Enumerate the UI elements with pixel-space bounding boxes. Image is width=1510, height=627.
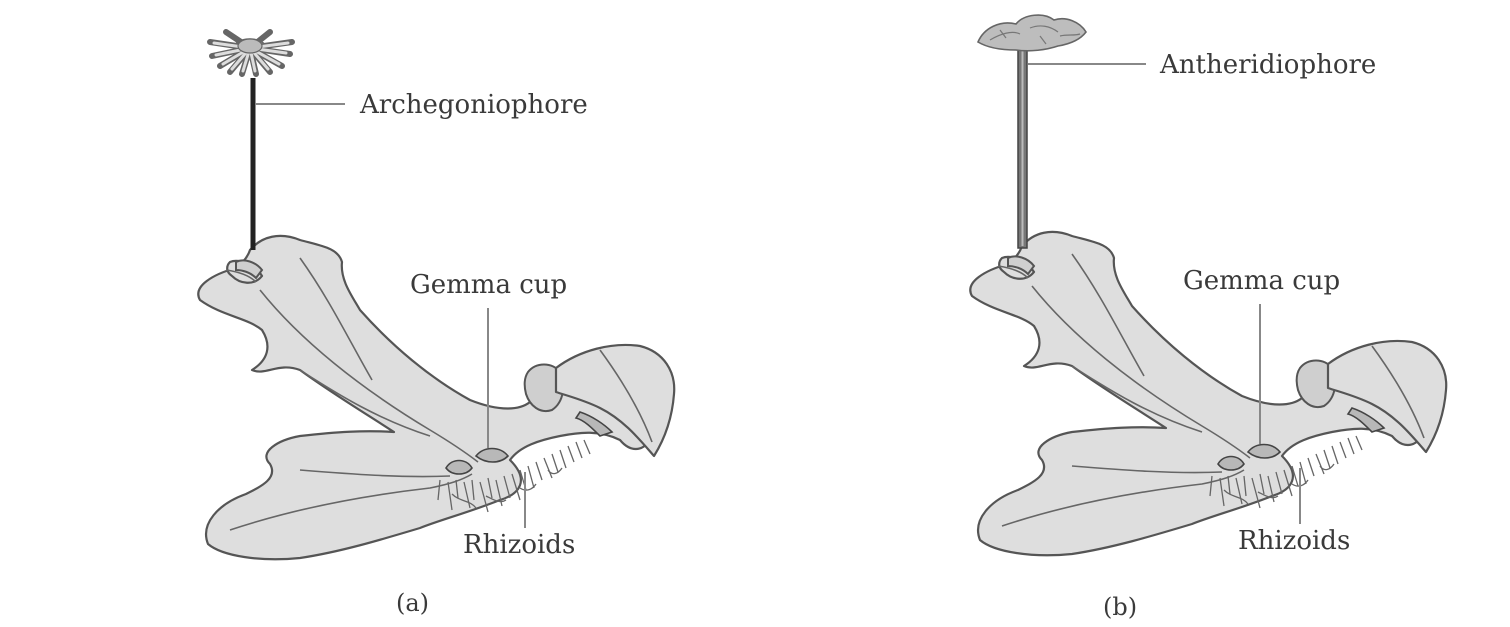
- label-rhizoids-a: Rhizoids: [463, 530, 575, 560]
- label-archegoniophore: Archegoniophore: [359, 90, 588, 120]
- label-antheridiophore: Antheridiophore: [1159, 50, 1376, 80]
- label-gemma-cup-b: Gemma cup: [1183, 266, 1340, 296]
- panel-a: Archegoniophore Gemma cup Rhizoids (a): [197, 29, 676, 617]
- panel-b: Antheridiophore Gemma cup Rhizoids (b): [969, 14, 1448, 621]
- antheridiophore-head-b: [976, 14, 1087, 52]
- caption-b: (b): [1103, 593, 1137, 621]
- caption-a: (a): [396, 589, 429, 617]
- archegoniophore-head-a: [207, 29, 295, 77]
- label-rhizoids-b: Rhizoids: [1238, 526, 1350, 556]
- label-gemma-cup-a: Gemma cup: [410, 270, 567, 300]
